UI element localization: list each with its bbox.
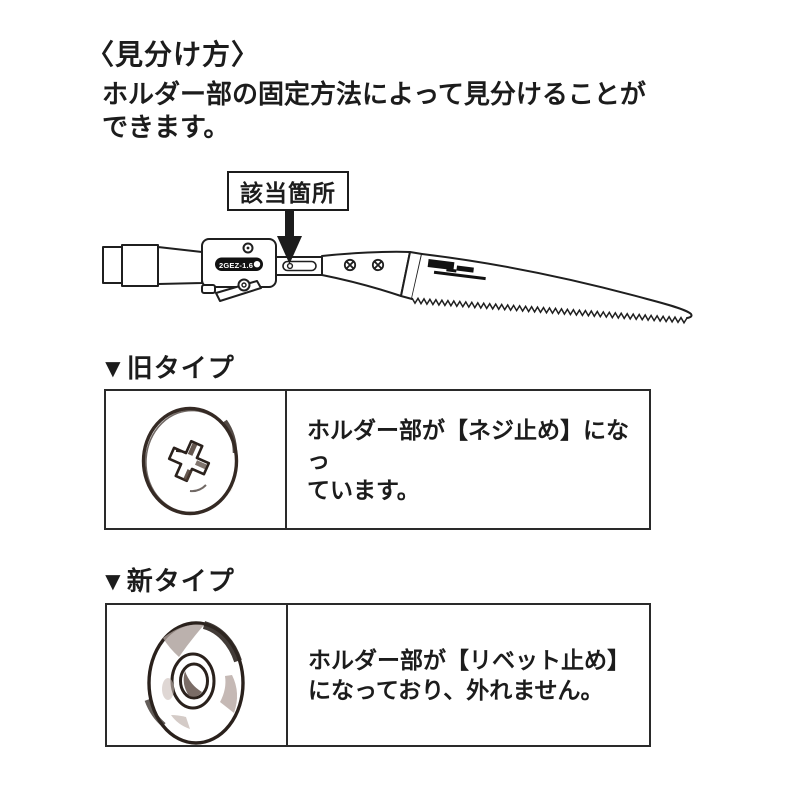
badge-dot [253, 261, 261, 268]
new-type-panel: ホルダー部が【リベット止め】 になっており、外れません。 [105, 603, 651, 747]
new-desc-line-2: になっており、外れません。 [308, 677, 604, 703]
pole-taper [157, 246, 203, 285]
section-heading-old: ▼旧タイプ [100, 353, 235, 383]
strip-rivet-hole [286, 262, 294, 270]
old-type-panel: ホルダー部が【ネジ止め】になっ ています。 [104, 389, 651, 530]
callout-label: 該当箇所 [240, 180, 336, 206]
phillips-screw-icon [141, 406, 239, 516]
grip-screws [343, 258, 385, 272]
old-type-description: ホルダー部が【ネジ止め】になっ ています。 [287, 391, 649, 528]
model-badge: 2GEZ-1.6 [215, 257, 263, 271]
old-type-image-cell [106, 391, 287, 528]
saw-blade-fill [412, 254, 692, 318]
pole-end-cap [102, 246, 123, 284]
new-type-image-cell [107, 605, 288, 745]
blade-logo-mark [427, 259, 486, 281]
rivet-icon [144, 621, 245, 745]
holder-step [201, 284, 216, 294]
new-desc-line-1: ホルダー部が【リベット止め】 [308, 647, 630, 673]
pole-cylinder [121, 244, 159, 287]
holder-pivot-screw [237, 278, 251, 292]
new-type-description: ホルダー部が【リベット止め】 になっており、外れません。 [288, 605, 649, 745]
old-desc-line-2: ています。 [307, 476, 420, 503]
intro-line-1: ホルダー部の固定方法によって見分けることが [102, 79, 646, 109]
pole-saw-illustration: 2GEZ-1.6 [102, 238, 693, 325]
saw-grip [321, 250, 411, 297]
saw-teeth [411, 296, 688, 325]
callout-box: 該当箇所 [227, 171, 349, 211]
section-heading-new: ▼新タイプ [100, 566, 235, 596]
down-arrow-icon [277, 207, 302, 264]
old-desc-line-1: ホルダー部が【ネジ止め】になっ [307, 416, 629, 473]
intro-text: ホルダー部の固定方法によって見分けることが できます。 [102, 78, 646, 144]
page-title: 〈見分け方〉 [86, 39, 261, 70]
saw-blade-outline [421, 253, 693, 319]
badge-text: 2GEZ-1.6 [219, 261, 253, 270]
intro-line-2: できます。 [102, 112, 230, 142]
